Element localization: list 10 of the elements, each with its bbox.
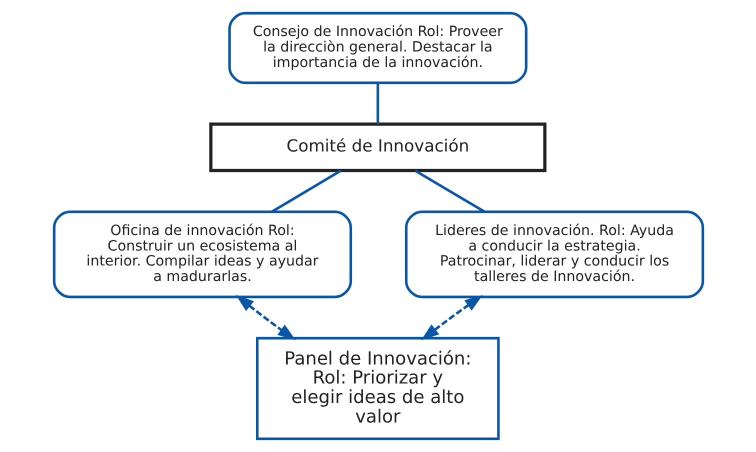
arrow [420,295,482,340]
node-box: Comité de Innovación [208,122,546,172]
connector [414,170,485,213]
connector [270,170,341,213]
arrow [235,294,296,340]
node-box: Lideres de innovación. Rol: Ayuda a conducir la estrategia. Patrocinar, liderar y conducir los talleres de Innovación. [404,210,704,298]
node-box: Oficina de innovación Rol: Construir un ecosistema al interior. Compilar ideas y ayudar a madurarlas. [52,210,352,298]
node-box: Panel de Innovación: Rol: Priorizar y elegir ideas de alto valor [255,336,500,440]
connector [376,83,379,124]
node-box: Consejo de Innovación Rol: Proveer la direcciòn general. Destacar la importancia de la innovación. [228,12,527,84]
